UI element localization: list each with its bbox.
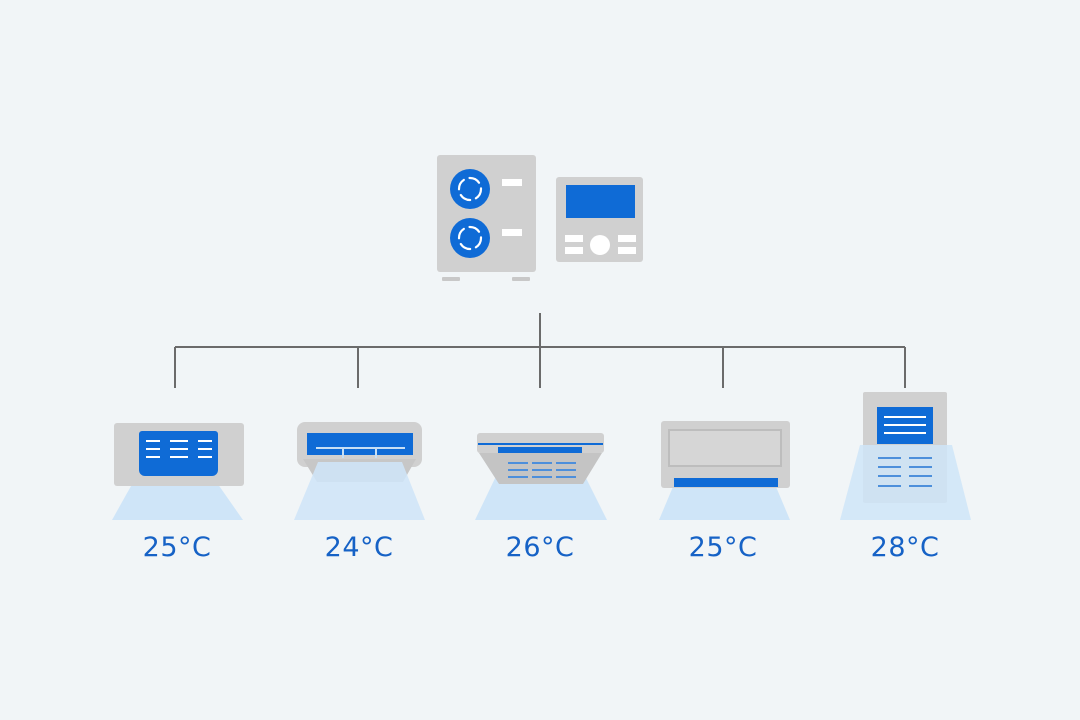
temperature-label-5: 28°C xyxy=(870,532,940,563)
wall-mounted-icon xyxy=(659,421,790,520)
temperature-label-3: 26°C xyxy=(505,532,575,563)
ceiling-cassette-icon xyxy=(112,423,244,520)
outdoor-condenser-icon xyxy=(437,155,536,281)
wall-controller-icon xyxy=(556,177,643,262)
temperature-label-2: 24°C xyxy=(324,532,394,563)
ceiling-suspended-icon xyxy=(294,422,425,520)
floor-standing-icon xyxy=(840,392,971,520)
distribution-lines xyxy=(174,313,906,388)
ceiling-4way-cassette-icon xyxy=(475,433,607,520)
temperature-label-1: 25°C xyxy=(142,532,212,563)
temperature-label-4: 25°C xyxy=(688,532,758,563)
